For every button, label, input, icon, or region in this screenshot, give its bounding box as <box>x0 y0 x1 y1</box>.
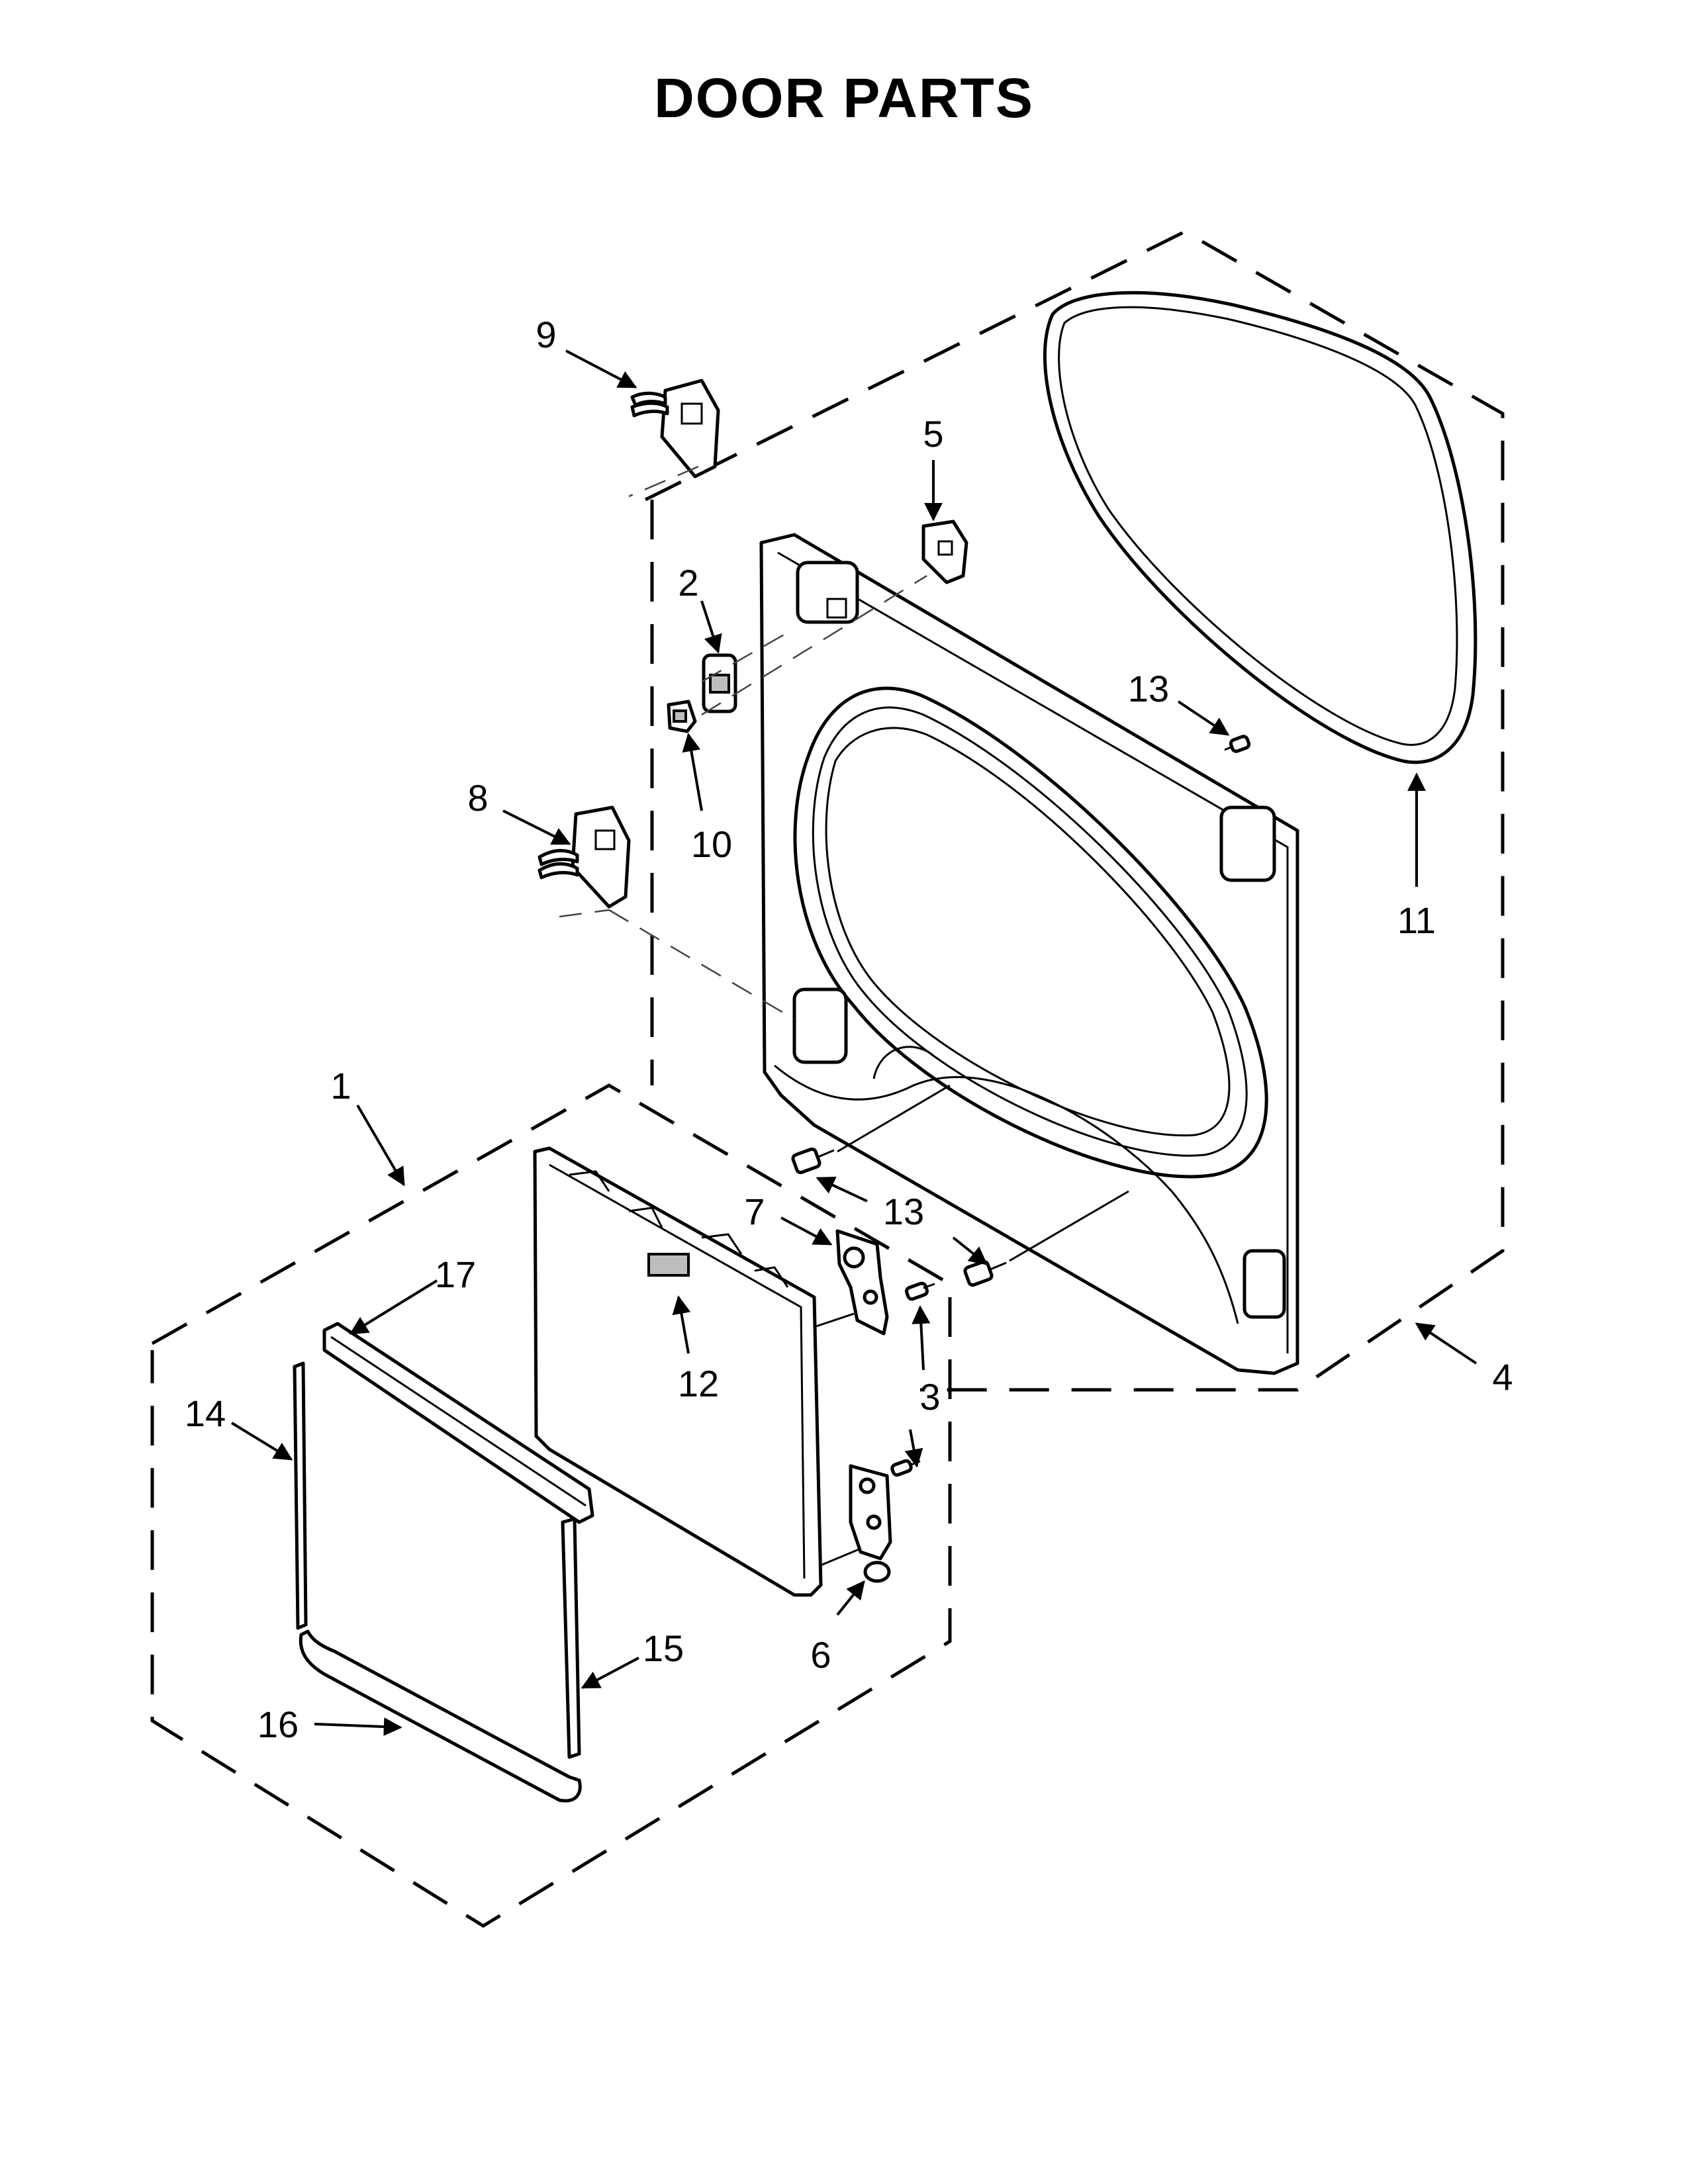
door-gasket <box>1043 291 1477 764</box>
callout-15: 15 <box>643 1627 684 1669</box>
callout-9: 9 <box>536 314 556 355</box>
outer-door-panel <box>759 533 1299 1375</box>
latch-cover-part-5 <box>921 520 968 584</box>
strike-bracket-part-8 <box>538 805 631 909</box>
callout-14: 14 <box>185 1392 226 1434</box>
inner-door-assembly-outline <box>150 1083 952 1928</box>
callout-17: 17 <box>435 1253 476 1295</box>
page-title: DOOR PARTS <box>654 67 1034 129</box>
callout-2: 2 <box>678 562 698 604</box>
door-switch-part-10 <box>667 700 697 733</box>
lower-hinge-part-6 <box>849 1464 892 1583</box>
callout-1: 1 <box>330 1065 351 1107</box>
callout-4: 4 <box>1492 1356 1513 1398</box>
bottom-trim-part-16 <box>299 1629 582 1803</box>
leader-lines <box>230 349 1477 1737</box>
top-trim-part-17 <box>322 1322 594 1524</box>
door-strike-part-2 <box>702 653 737 713</box>
callout-labels: 1 2 3 4 5 6 7 8 9 10 11 12 13 13 14 15 1… <box>185 314 1513 1745</box>
inner-door-panel <box>533 1146 823 1597</box>
callout-16: 16 <box>258 1704 299 1745</box>
callout-11: 11 <box>1397 899 1436 941</box>
screw-part-13-top <box>1224 735 1251 753</box>
outer-door-assembly-outline <box>644 230 1505 1392</box>
callout-5: 5 <box>923 413 943 455</box>
callout-10: 10 <box>691 823 732 865</box>
left-trim-part-14 <box>293 1361 308 1630</box>
callout-8: 8 <box>467 777 488 819</box>
screw-part-13-center <box>791 1147 835 1175</box>
callout-6: 6 <box>810 1634 831 1676</box>
screws <box>791 735 1251 1477</box>
screw-part-3-upper <box>905 1281 935 1301</box>
callout-7: 7 <box>744 1191 765 1232</box>
upper-hinge-part-7 <box>835 1229 889 1336</box>
assembly-connector-lines <box>559 465 927 1021</box>
strike-bracket-part-9 <box>630 379 720 478</box>
callout-13-lower: 13 <box>883 1191 924 1232</box>
hinge-connector-lines <box>814 1084 1129 1567</box>
callout-12: 12 <box>678 1363 719 1404</box>
right-trim-part-15 <box>561 1517 581 1759</box>
callout-13-top: 13 <box>1128 668 1169 709</box>
callout-3: 3 <box>919 1376 940 1418</box>
